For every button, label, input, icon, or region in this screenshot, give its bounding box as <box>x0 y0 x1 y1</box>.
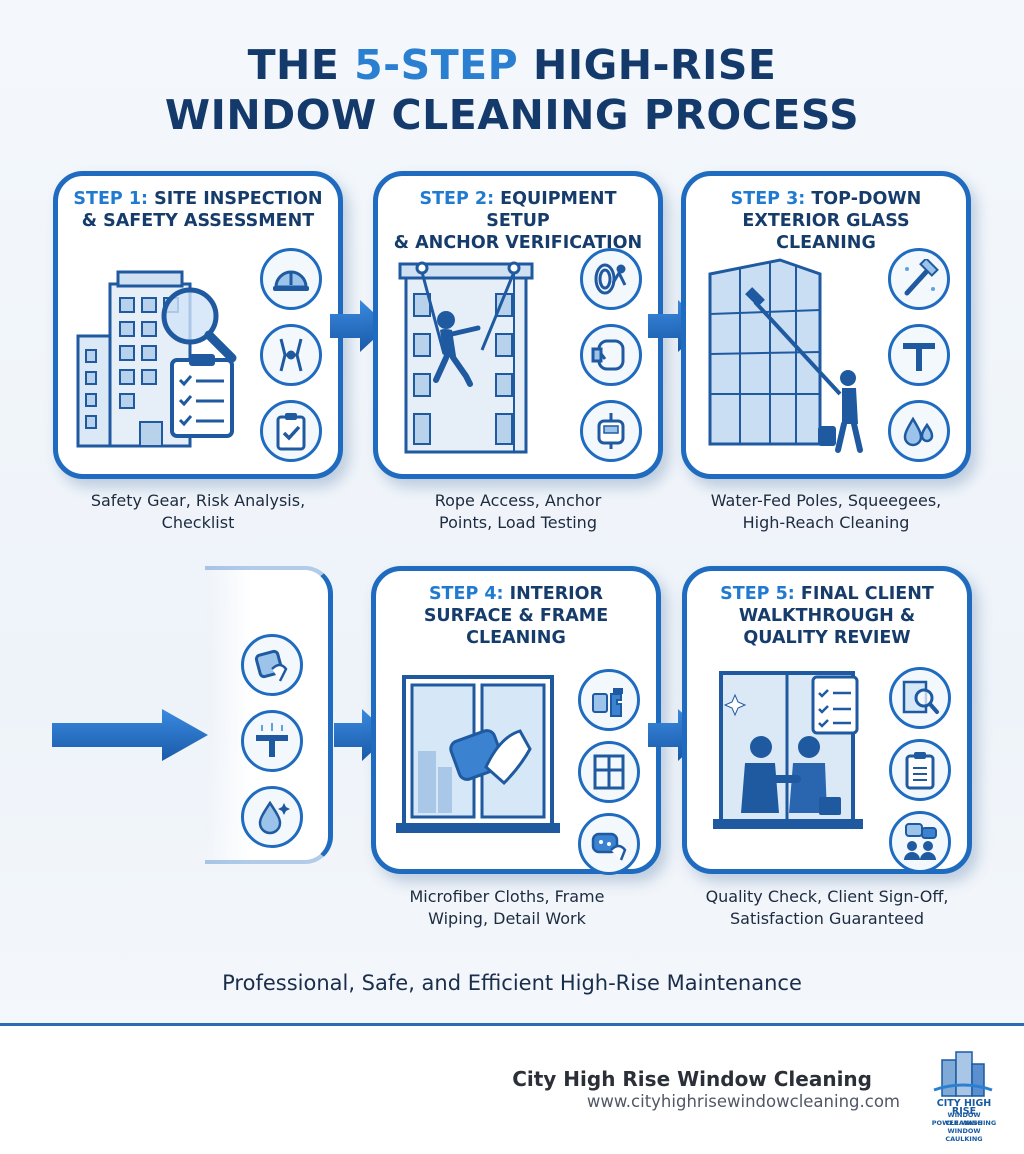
step-1-caption: Safety Gear, Risk Analysis,Checklist <box>90 491 306 532</box>
tagline: Professional, Safe, and Efficient High-R… <box>222 971 802 995</box>
step-4-icons <box>578 669 642 889</box>
page-title: THE 5-STEP HIGH-RISE WINDOW CLEANING PRO… <box>0 40 1024 140</box>
arrow-lead-in <box>52 709 208 761</box>
step-3-card: STEP 3: TOP-DOWN EXTERIOR GLASS CLEANING <box>681 171 971 479</box>
footer-divider <box>0 1023 1024 1026</box>
step-5-card: STEP 5: FINAL CLIENT WALKTHROUGH & QUALI… <box>682 566 972 874</box>
logo-line-1: CITY HIGH RISE <box>936 1098 992 1117</box>
building-inspection-illustration <box>76 270 237 448</box>
continuation-panel <box>205 566 333 864</box>
logo-line-3: POWER WASHING <box>931 1119 997 1127</box>
step-5-title: STEP 5: FINAL CLIENT WALKTHROUGH & QUALI… <box>720 584 934 648</box>
clipboard-icon <box>889 739 951 801</box>
step-2-icons <box>580 248 644 476</box>
step-1-icons <box>260 248 324 476</box>
rope-access-illustration <box>398 261 534 454</box>
hard-hat-icon <box>260 248 322 310</box>
footer <box>0 1026 1024 1154</box>
title-line-2: WINDOW CLEANING PROCESS <box>164 91 860 139</box>
logo-line-4: WINDOW CAULKING <box>945 1127 983 1143</box>
scrubber-icon <box>888 248 950 310</box>
rope-icon <box>580 248 642 310</box>
client-feedback-icon <box>889 811 951 873</box>
logo-line-2: WINDOW CLEANING <box>945 1111 983 1127</box>
checklist-icon <box>260 400 322 462</box>
squeegee-spray-icon <box>241 710 303 772</box>
inspect-window-icon <box>889 667 951 729</box>
glass-facade-cleaning-illustration <box>708 258 863 453</box>
load-meter-icon <box>580 400 642 462</box>
window-frame-icon <box>578 741 640 803</box>
title-accent: 5-STEP <box>354 41 519 89</box>
client-handshake-illustration <box>713 671 863 829</box>
company-logo <box>933 1051 993 1097</box>
interior-wiping-illustration <box>396 675 560 833</box>
water-drops-icon <box>888 400 950 462</box>
step-1-card: STEP 1: SITE INSPECTION & SAFETY ASSESSM… <box>53 171 343 479</box>
sponge-hand-icon <box>578 813 640 875</box>
step-2-card: STEP 2: EQUIPMENT SETUP & ANCHOR VERIFIC… <box>373 171 663 479</box>
step-3-title: STEP 3: TOP-DOWN EXTERIOR GLASS CLEANING <box>730 189 922 253</box>
step-3-icons <box>888 248 952 476</box>
water-drop-sparkle-icon <box>241 786 303 848</box>
step-4-card: STEP 4: INTERIOR SURFACE & FRAME CLEANIN… <box>371 566 661 875</box>
company-name: City High Rise Window Cleaning <box>512 1067 872 1091</box>
company-url[interactable]: www.cityhighrisewindowcleaning.com <box>586 1092 900 1111</box>
spray-bottle-icon <box>578 669 640 731</box>
cloth-hand-icon <box>241 634 303 696</box>
title-line-1: THE 5-STEP HIGH-RISE <box>247 41 777 89</box>
step-4-title: STEP 4: INTERIOR SURFACE & FRAME CLEANIN… <box>423 584 609 648</box>
step-2-title: STEP 2: EQUIPMENT SETUP & ANCHOR VERIFIC… <box>393 189 643 253</box>
step-1-title: STEP 1: SITE INSPECTION & SAFETY ASSESSM… <box>73 189 323 231</box>
squeegee-icon <box>888 324 950 386</box>
carabiner-icon <box>580 324 642 386</box>
step-5-caption: Quality Check, Client Sign-Off,Satisfact… <box>705 887 949 928</box>
step-3-caption: Water-Fed Poles, Squeegees,High-Reach Cl… <box>710 491 942 532</box>
safety-harness-icon <box>260 324 322 386</box>
step-5-icons <box>889 667 953 887</box>
